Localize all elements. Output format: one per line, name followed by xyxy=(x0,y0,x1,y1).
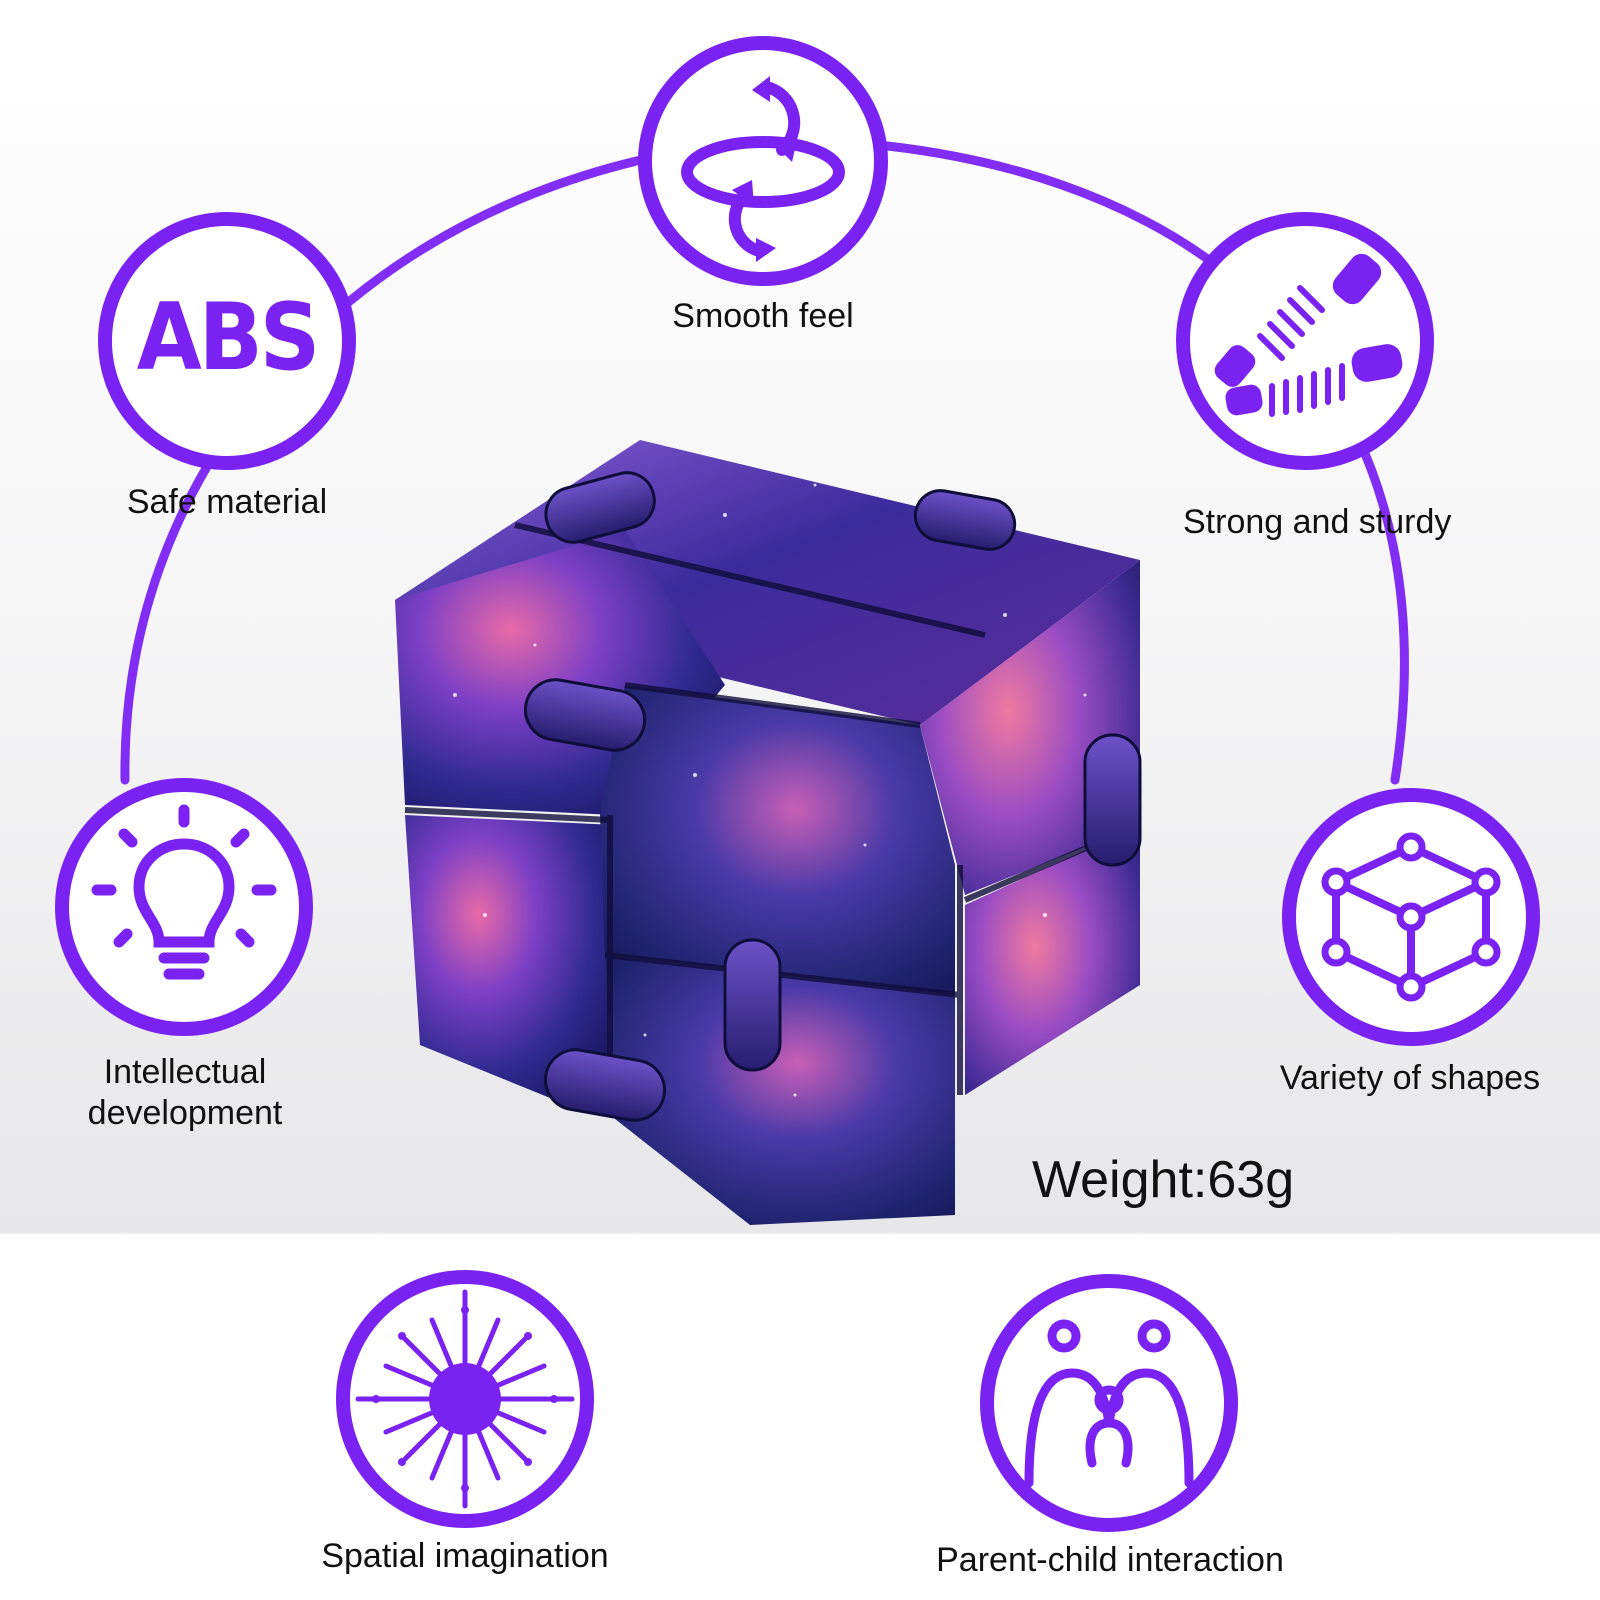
feature-label: Parent-child interaction xyxy=(936,1541,1284,1579)
burst-icon xyxy=(355,1289,575,1509)
floor xyxy=(0,1250,1600,1600)
variety-shapes-badge xyxy=(1282,788,1540,1046)
feature-label: Intellectual development xyxy=(87,1053,283,1132)
springs-icon xyxy=(1214,253,1403,417)
lightbulb-icon xyxy=(91,804,277,980)
feature-label: Smooth feel xyxy=(672,297,854,335)
infinity-cube-image xyxy=(395,440,1142,1225)
cube-network-icon xyxy=(1321,832,1501,1002)
feature-label: Variety of shapes xyxy=(1279,1059,1541,1097)
abs-icon: ABS xyxy=(136,283,321,391)
feature-label: Safe material xyxy=(126,483,328,521)
family-icon xyxy=(1024,1319,1194,1488)
spatial-badge xyxy=(336,1270,594,1528)
feature-label: Spatial imagination xyxy=(321,1537,609,1575)
intellectual-badge xyxy=(55,778,313,1036)
parent-child-badge xyxy=(980,1274,1238,1532)
feature-label: Strong and sturdy xyxy=(1183,503,1452,541)
smooth-feel-badge xyxy=(638,36,888,286)
strong-sturdy-badge xyxy=(1176,212,1434,470)
weight-label: Weight:63g xyxy=(1032,1151,1295,1209)
safe-material-badge: ABS xyxy=(98,212,356,470)
rotate-arrows-icon xyxy=(681,76,845,262)
